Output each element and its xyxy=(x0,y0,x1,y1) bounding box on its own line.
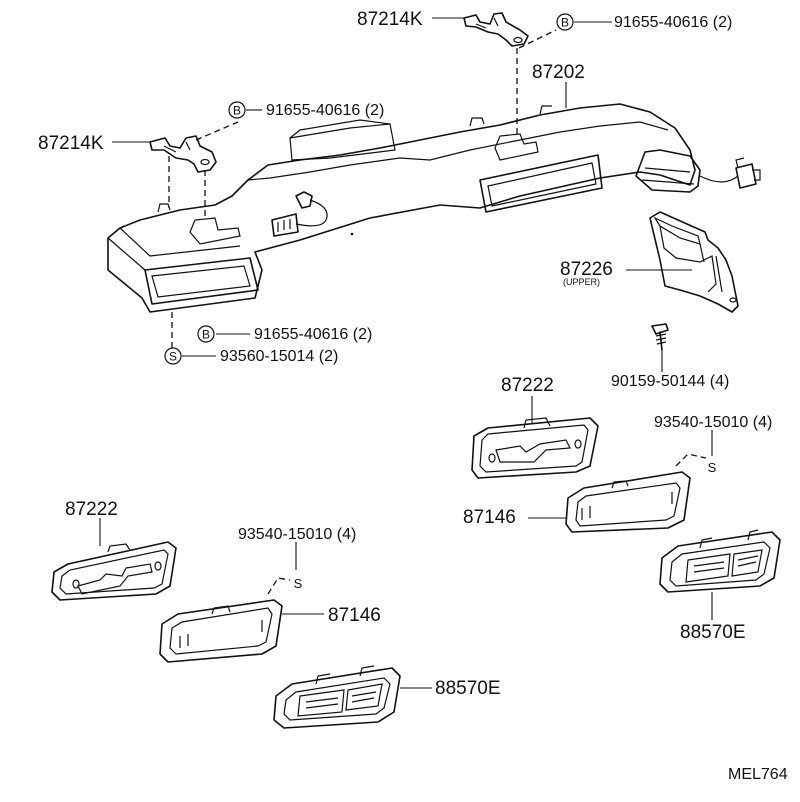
label-screw-clip-left: 93540-15010 (4) xyxy=(238,526,356,543)
left-register-drawing xyxy=(51,541,177,601)
right-bezel-drawing xyxy=(565,471,691,533)
screw-symbol-left: S xyxy=(294,576,303,591)
top-bracket-drawing xyxy=(463,12,557,138)
upper-duct-drawing xyxy=(649,211,739,313)
bolt-symbol-top: B xyxy=(556,13,574,31)
left-bracket-drawing xyxy=(149,121,239,216)
label-left-bracket: 87214K xyxy=(38,133,104,154)
right-register-drawing xyxy=(471,417,599,479)
label-bezel-left: 87146 xyxy=(328,605,381,626)
right-clip-leader xyxy=(675,453,707,467)
label-register-right: 87222 xyxy=(501,375,554,396)
main-duct-drawing xyxy=(107,103,761,313)
bolt-symbol-lower: B xyxy=(197,325,215,343)
screw-drawing xyxy=(651,323,669,351)
label-screw-lower: 93560-15014 (2) xyxy=(220,348,338,365)
label-duct: 87202 xyxy=(532,62,585,83)
label-vent-left: 88570E xyxy=(435,678,501,699)
leader-lines xyxy=(99,17,713,689)
bolt-symbol-upper-left: B xyxy=(228,101,246,119)
left-bezel-drawing xyxy=(159,599,283,663)
label-screw-clip-right: 93540-15010 (4) xyxy=(654,414,772,431)
label-bolt-lower: 91655-40616 (2) xyxy=(254,326,372,343)
label-bezel-right: 87146 xyxy=(463,507,516,528)
left-vent-drawing xyxy=(273,665,401,729)
diagram-code: MEL764 xyxy=(728,766,788,783)
label-screw-right: 90159-50144 (4) xyxy=(611,373,729,390)
label-bolt-top: 91655-40616 (2) xyxy=(614,14,732,31)
right-vent-drawing xyxy=(659,529,781,593)
svg-text:B: B xyxy=(202,328,210,342)
label-bolt-upper-left: 91655-40616 (2) xyxy=(266,102,384,119)
screw-symbol-lower: S xyxy=(164,347,182,365)
label-register-left: 87222 xyxy=(65,499,118,520)
label-top-bracket: 87214K xyxy=(357,9,423,30)
label-upper-duct-note: (UPPER) xyxy=(563,277,600,287)
svg-text:B: B xyxy=(561,16,569,30)
label-vent-right: 88570E xyxy=(680,622,746,643)
svg-text:B: B xyxy=(233,104,241,118)
label-upper-duct: 87226 xyxy=(560,259,613,280)
screw-symbol-right: S xyxy=(708,460,717,475)
svg-text:S: S xyxy=(169,350,177,364)
left-clip-leader xyxy=(267,577,291,595)
